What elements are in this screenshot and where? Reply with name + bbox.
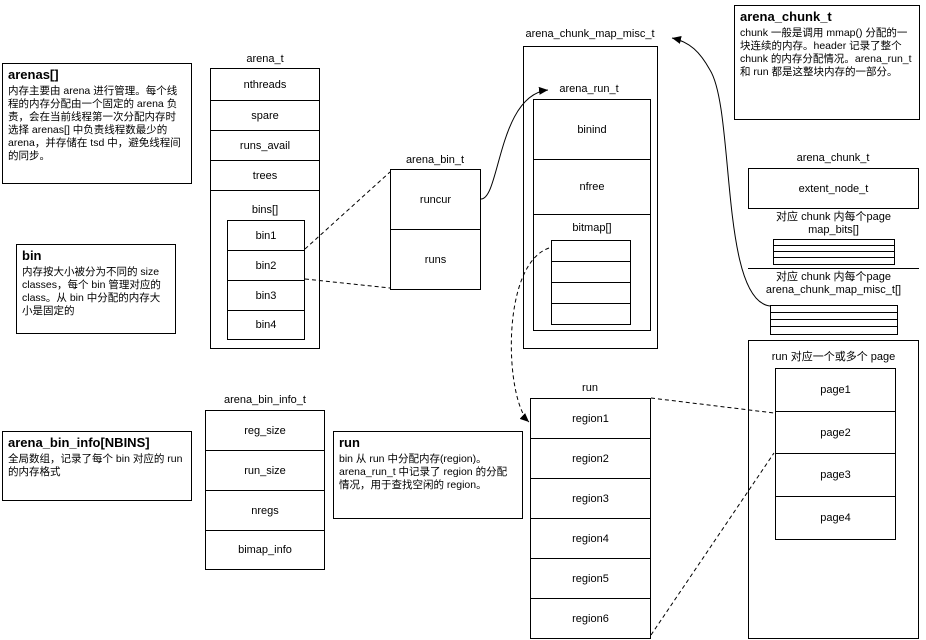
- bin-item-3: bin3: [228, 281, 304, 311]
- arena-bin-t-field-runs: runs: [424, 254, 447, 266]
- note-arena-chunk: arena_chunk_t chunk 一般是调用 mmap() 分配的一块连续…: [734, 5, 920, 120]
- arena-t-field-spare: spare: [211, 101, 319, 131]
- note-run-body: bin 从 run 中分配内存(region)。arena_run_t 中记录了…: [339, 453, 508, 491]
- run-region-2: region2: [531, 439, 650, 479]
- run-region-3: region3: [531, 479, 650, 519]
- arena-bin-info-t-struct: reg_size run_size nregs bimap_info: [205, 410, 325, 570]
- arena-run-t-field-nfree: nfree: [534, 160, 650, 215]
- note-arenas: arenas[] 内存主要由 arena 进行管理。每个线程的内存分配由一个固定…: [2, 63, 192, 184]
- arena-run-t-field-binind: binind: [534, 100, 650, 160]
- connector-runcur-to-arena-run: [480, 86, 549, 200]
- arena-chunk-t-struct: extent_node_t 对应 chunk 内每个page map_bits[…: [748, 168, 919, 639]
- note-arena-bin-info-title: arena_bin_info[NBINS]: [8, 435, 150, 450]
- arena-bin-info-field-bimap-info: bimap_info: [238, 544, 292, 556]
- arena-bin-info-field-reg-size: reg_size: [206, 411, 324, 451]
- chunk-map-bits-array: [773, 239, 895, 265]
- arena-t-field-runs-avail: runs_avail: [211, 131, 319, 161]
- arena-bin-info-t-title: arena_bin_info_t: [224, 394, 306, 406]
- note-bin-title: bin: [22, 248, 42, 263]
- note-arenas-body: 内存主要由 arena 进行管理。每个线程的内存分配由一个固定的 arena 负…: [8, 85, 181, 162]
- arena-t-field-trees: trees: [211, 161, 319, 191]
- arena-bin-info-field-nregs: nregs: [206, 491, 324, 531]
- run-region-5: region5: [531, 559, 650, 599]
- chunk-page-3: page3: [776, 454, 895, 497]
- arena-t-struct: nthreads spare runs_avail trees bins[] b…: [210, 68, 320, 349]
- note-arenas-title: arenas[]: [8, 67, 59, 82]
- run-struct: region1 region2 region3 region4 region5 …: [530, 398, 651, 639]
- arena-run-t-title: arena_run_t: [559, 83, 619, 95]
- note-bin: bin 内存按大小被分为不同的 size classes，每个 bin 管理对应…: [16, 244, 176, 334]
- arena-bin-info-field-run-size: run_size: [206, 451, 324, 491]
- bin-item-1: bin1: [228, 221, 304, 251]
- chunk-extent-node: extent_node_t: [749, 169, 918, 209]
- note-arena-chunk-title: arena_chunk_t: [740, 9, 832, 24]
- chunk-pages-label: run 对应一个或多个 page: [771, 351, 896, 363]
- arena-t-bins-array: bin1 bin2 bin3 bin4: [227, 220, 305, 340]
- arena-bin-t-title: arena_bin_t: [405, 154, 465, 166]
- bin-item-2: bin2: [228, 251, 304, 281]
- arena-bin-t-field-runcur: runcur: [391, 170, 480, 230]
- chunk-map-misc-label: 对应 chunk 内每个page arena_chunk_map_misc_t[…: [765, 271, 902, 296]
- note-arena-chunk-body: chunk 一般是调用 mmap() 分配的一块连续的内存。header 记录了…: [740, 27, 912, 78]
- arena-bin-t-struct: runcur runs: [390, 169, 481, 290]
- connector-bin1-to-arena-bin: [304, 171, 391, 250]
- arena-run-t-bitmap-label: bitmap[]: [572, 222, 612, 234]
- chunk-map-misc-struct: arena_run_t binind nfree bitmap[]: [523, 46, 658, 349]
- run-region-4: region4: [531, 519, 650, 559]
- note-arena-bin-info: arena_bin_info[NBINS] 全局数组，记录了每个 bin 对应的…: [2, 431, 192, 501]
- connector-run-top-to-page1: [650, 397, 775, 414]
- chunk-pages-run: page1 page2 page3 page4: [775, 368, 896, 540]
- connector-run-bottom-to-page2: [650, 452, 775, 636]
- note-bin-body: 内存按大小被分为不同的 size classes，每个 bin 管理对应的 cl…: [22, 266, 161, 317]
- note-run: run bin 从 run 中分配内存(region)。arena_run_t …: [333, 431, 523, 519]
- arena-t-field-nthreads: nthreads: [211, 69, 319, 101]
- run-region-6: region6: [572, 612, 609, 625]
- chunk-page-1: page1: [776, 369, 895, 412]
- connector-bin2-to-arena-bin: [304, 278, 391, 289]
- chunk-map-misc-array: [770, 305, 898, 335]
- run-region-1: region1: [531, 399, 650, 439]
- connector-map-misc-to-struct: [671, 36, 771, 307]
- note-arena-bin-info-body: 全局数组，记录了每个 bin 对应的 run 的内存格式: [8, 453, 183, 478]
- arena-t-bins-label: bins[]: [251, 204, 279, 216]
- arena-run-t-struct: binind nfree bitmap[]: [533, 99, 651, 331]
- arena-chunk-t-title: arena_chunk_t: [796, 152, 870, 164]
- chunk-map-misc-section: 对应 chunk 内每个page arena_chunk_map_misc_t[…: [748, 269, 919, 341]
- chunk-map-misc-title: arena_chunk_map_misc_t: [525, 28, 655, 40]
- note-run-title: run: [339, 435, 360, 450]
- run-title: run: [582, 382, 598, 394]
- bin-item-4: bin4: [255, 319, 277, 331]
- chunk-map-bits-label: 对应 chunk 内每个page map_bits[]: [776, 211, 891, 236]
- connector-bitmap-to-region: [510, 247, 550, 423]
- chunk-map-bits-section: 对应 chunk 内每个page map_bits[]: [748, 209, 919, 269]
- arena-t-title: arena_t: [246, 53, 284, 65]
- arena-run-t-bitmap: [551, 240, 631, 325]
- chunk-page-4: page4: [820, 512, 851, 524]
- chunk-page-2: page2: [776, 412, 895, 454]
